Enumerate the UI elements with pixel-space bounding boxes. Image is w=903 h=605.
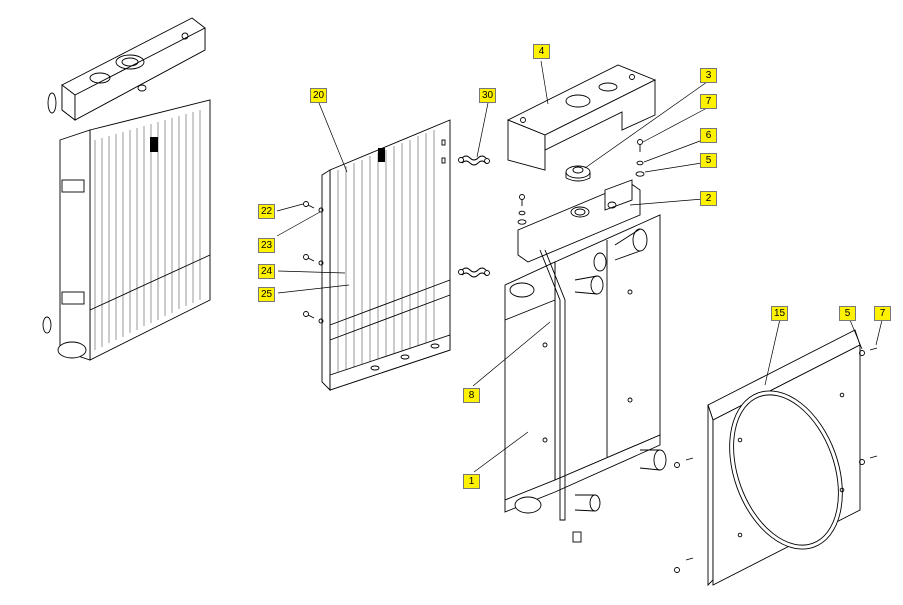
- shroud-panel-20: [321, 119, 451, 392]
- callout-22: 22: [258, 204, 276, 219]
- callout-5: 5: [700, 153, 717, 168]
- leader-lines: [276, 60, 883, 473]
- spring-30: [458, 155, 490, 278]
- callout-3: 3: [700, 68, 717, 83]
- callout-4: 4: [533, 44, 550, 59]
- callout-15: 15: [771, 306, 789, 321]
- radiator-core-1: [504, 179, 667, 543]
- callout-8: 8: [463, 388, 480, 403]
- cap-3: [565, 165, 591, 182]
- callout-24: 24: [258, 264, 276, 279]
- bracket-4: [506, 64, 657, 171]
- callout-30: 30: [479, 88, 497, 103]
- callout-1: 1: [463, 474, 480, 489]
- callout-20: 20: [310, 88, 328, 103]
- fan-shroud-15: [674, 329, 878, 587]
- assembled-radiator: [42, 17, 211, 361]
- callout-23: 23: [258, 238, 276, 253]
- callout-6: 6: [700, 128, 717, 143]
- bolts-22-23: [303, 201, 324, 324]
- bolt-washers-7-6-5: [517, 139, 645, 225]
- callout-5-right: 5: [839, 306, 856, 321]
- callout-25: 25: [258, 287, 276, 302]
- callout-7: 7: [700, 94, 717, 109]
- callout-7-right: 7: [874, 306, 891, 321]
- callout-2: 2: [700, 191, 717, 206]
